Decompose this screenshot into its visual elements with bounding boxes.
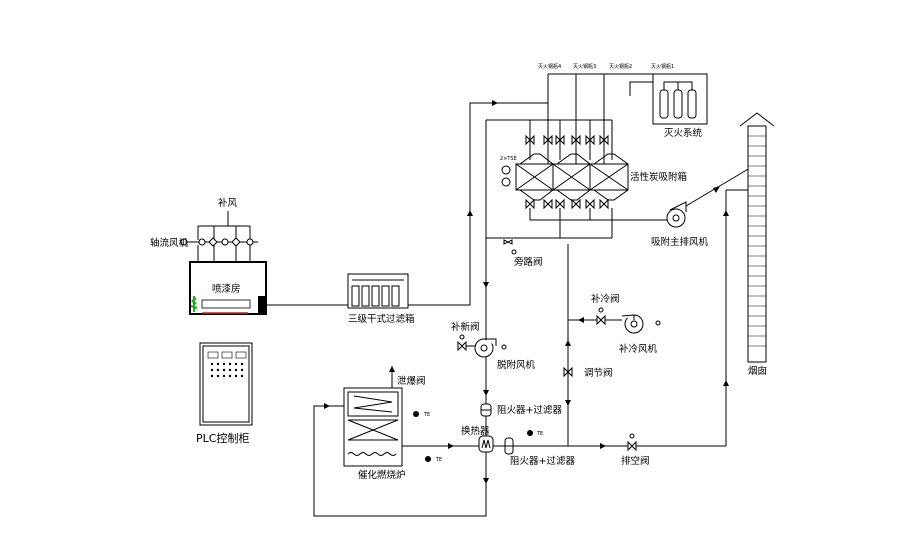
regulating-valve-label: 调节阀 [584, 367, 613, 379]
fire-bottle-3-label: 灭火钢瓶3 [573, 63, 596, 70]
svg-text:TE: TE [435, 457, 442, 463]
fresh-air-valve-label: 补新阀 [451, 321, 480, 333]
plant-icon [190, 296, 198, 312]
catalytic-furnace: 催化燃烧炉 [343, 387, 406, 481]
dry-filter-box: 三级干式过滤箱 [347, 273, 415, 325]
fire-bottle-2-label: 灭火钢瓶2 [609, 63, 632, 70]
cool-fan-label: 补冷风机 [619, 343, 658, 355]
fire-bottle-1-label: 灭火钢瓶1 [651, 63, 674, 70]
fresh-air-valve[interactable]: 补新阀 [451, 321, 480, 352]
cool-fan: 补冷风机 [619, 314, 661, 355]
carbon-box-label: 活性炭吸附箱 [630, 171, 687, 183]
relief-valve-label: 泄爆阀 [397, 375, 426, 387]
fire-system-label: 灭火系统 [664, 127, 703, 139]
chimney: 烟囱 [739, 112, 775, 377]
flame-arrester-2: 阻火器+过滤器 [504, 437, 575, 467]
flame-arrester-1: 阻火器+过滤器 [480, 403, 562, 417]
flame-arrester-2-label: 阻火器+过滤器 [510, 455, 575, 467]
pump-tag-label: 2×TSE [500, 156, 517, 162]
te-sensor-2: TE [413, 411, 430, 418]
catalytic-furnace-label: 催化燃烧炉 [358, 469, 406, 481]
main-exhaust-fan: 吸附主排风机 [651, 167, 751, 248]
carbon-adsorption-box: 活性炭吸附箱 2×TSE [483, 119, 687, 290]
dry-filter-label: 三级干式过滤箱 [348, 313, 415, 325]
bypass-valve-label: 旁路阀 [514, 256, 543, 268]
exhaust-valve[interactable]: 排空阀 [621, 433, 650, 467]
te-sensor-1: TE [527, 430, 543, 437]
desorption-fan: 脱附风机 [474, 338, 536, 371]
cool-valve-label: 补冷阀 [591, 293, 620, 305]
makeup-air-group: 补风 轴流风机 [150, 197, 258, 262]
bottom-valves [525, 198, 609, 210]
regulating-valve[interactable]: 调节阀 [563, 366, 613, 379]
plc-cabinet-label: PLC控制柜 [196, 431, 249, 445]
bypass-valve[interactable]: 旁路阀 [503, 239, 543, 268]
axial-fan-icons [180, 237, 254, 247]
makeup-air-label: 补风 [218, 197, 238, 209]
fire-bottle-4-label: 灭火钢瓶4 [538, 63, 561, 70]
paint-booth-label: 喷漆房 [212, 283, 241, 295]
desorption-fan-label: 脱附风机 [497, 359, 536, 371]
cool-valve[interactable]: 补冷阀 [591, 293, 620, 326]
heat-exchanger-label: 换热器 [461, 425, 490, 437]
te-sensor-3: TE [425, 456, 442, 463]
relief-valve: 泄爆阀 [389, 366, 426, 388]
svg-text:TE: TE [536, 431, 543, 437]
chimney-label: 烟囱 [748, 365, 767, 377]
axial-fans-label: 轴流风机 [150, 237, 189, 249]
flame-arrester-1-label: 阻火器+过滤器 [497, 404, 562, 416]
svg-text:TE: TE [423, 412, 430, 418]
fire-system: 灭火钢瓶4 灭火钢瓶3 灭火钢瓶2 灭火钢瓶1 灭火系统 [538, 63, 708, 170]
main-exhaust-fan-label: 吸附主排风机 [651, 236, 709, 248]
plc-cabinet: PLC控制柜 [196, 342, 253, 445]
paint-booth: 喷漆房 [189, 261, 267, 315]
heat-exchanger: 换热器 [461, 425, 494, 453]
top-valves [525, 134, 609, 146]
exhaust-valve-label: 排空阀 [621, 455, 650, 467]
